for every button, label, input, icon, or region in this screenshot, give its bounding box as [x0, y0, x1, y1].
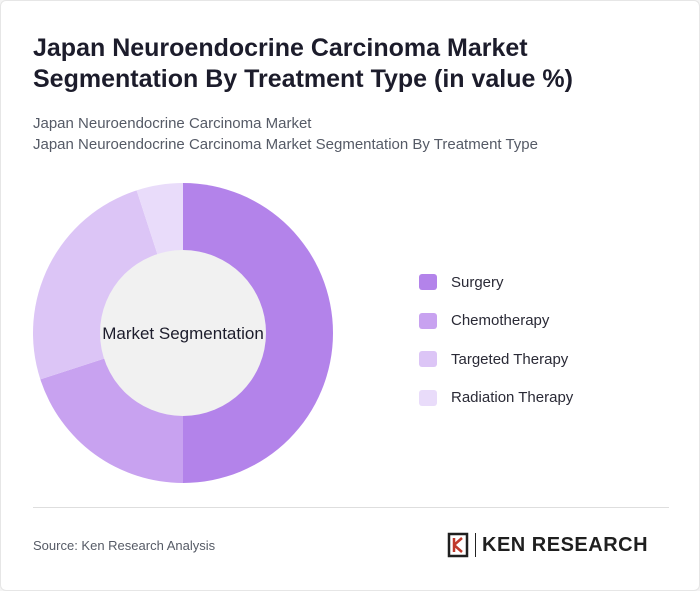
legend-label: Surgery: [451, 273, 504, 291]
legend-swatch: [419, 312, 437, 329]
logo-separator: [475, 533, 476, 557]
donut-hole: [100, 250, 266, 416]
legend-label: Radiation Therapy: [451, 389, 574, 407]
chart-title: Japan Neuroendocrine Carcinoma Market Se…: [33, 34, 573, 93]
legend-item: Chemotherapy: [419, 302, 573, 341]
footer-divider: [33, 507, 669, 508]
legend-label: Chemotherapy: [451, 312, 550, 330]
legend-item: Targeted Therapy: [419, 340, 573, 379]
legend-label: Targeted Therapy: [451, 350, 569, 368]
legend-swatch: [419, 351, 437, 368]
donut-chart: Market Segmentation: [32, 183, 333, 483]
ken-research-logo-icon: [447, 532, 469, 558]
source-note: Source: Ken Research Analysis: [33, 538, 216, 553]
donut-center-label: Market Segmentation: [102, 324, 264, 343]
logo-text: KEN RESEARCH: [482, 533, 649, 556]
ken-research-logo: KEN RESEARCH: [447, 529, 648, 561]
legend-item: Radiation Therapy: [419, 379, 573, 418]
legend-swatch: [419, 389, 437, 406]
legend-item: Surgery: [419, 263, 573, 302]
chart-subtitle-segmentation: Japan Neuroendocrine Carcinoma Market Se…: [33, 136, 538, 153]
chart-subtitle-market: Japan Neuroendocrine Carcinoma Market: [33, 115, 312, 132]
legend-swatch: [419, 274, 437, 291]
